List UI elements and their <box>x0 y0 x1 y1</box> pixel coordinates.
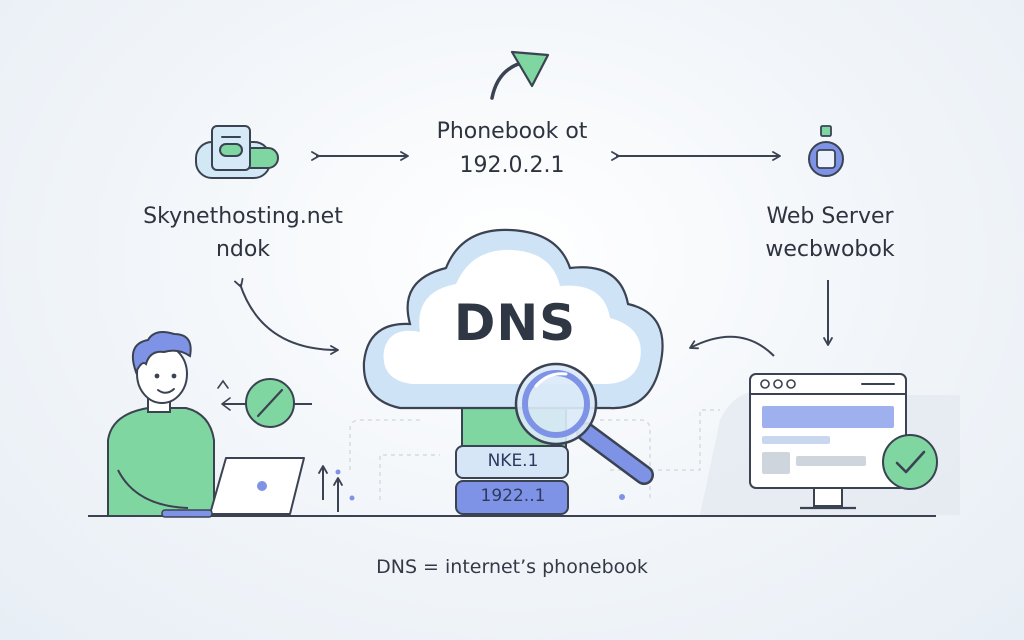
diagram-caption: DNS = internet’s phonebook <box>376 556 648 578</box>
document-icon <box>195 125 279 179</box>
background-circuit <box>349 409 720 500</box>
blocked-icon <box>217 378 312 428</box>
dns-record-1: NKE.1 <box>487 451 539 471</box>
padlock-icon <box>808 125 844 177</box>
domain-name: Skynethosting.net <box>143 204 343 229</box>
dns-record-2: 1922..1 <box>480 486 546 506</box>
phonebook-title: Phonebook ot <box>436 119 588 144</box>
domain-label: Skynethosting.net ndok <box>118 200 368 266</box>
curved-arrow <box>234 278 339 355</box>
cloud-icon <box>362 228 664 410</box>
trace-dot <box>335 469 341 475</box>
magnifier-icon <box>514 362 654 485</box>
curved-arrow <box>689 335 775 357</box>
trace-dot <box>619 494 625 500</box>
web-server-subtext: wecbwobok <box>765 237 895 262</box>
laptop-icon <box>161 457 305 518</box>
web-server-label: Web Server wecbwobok <box>730 200 930 266</box>
arrow-up-right-icon <box>490 50 550 100</box>
user-icon <box>107 331 215 517</box>
check-badge-icon <box>882 434 938 490</box>
browser-window-icon <box>749 373 907 510</box>
domain-subtext: ndok <box>215 237 271 262</box>
up-arrows <box>318 465 343 512</box>
trace-dot <box>349 495 355 501</box>
ip-address: 192.0.2.1 <box>459 153 565 178</box>
web-server-title: Web Server <box>766 204 894 229</box>
phonebook-label: Phonebook ot 192.0.2.1 <box>392 115 632 183</box>
dns-title: DNS <box>453 294 577 352</box>
